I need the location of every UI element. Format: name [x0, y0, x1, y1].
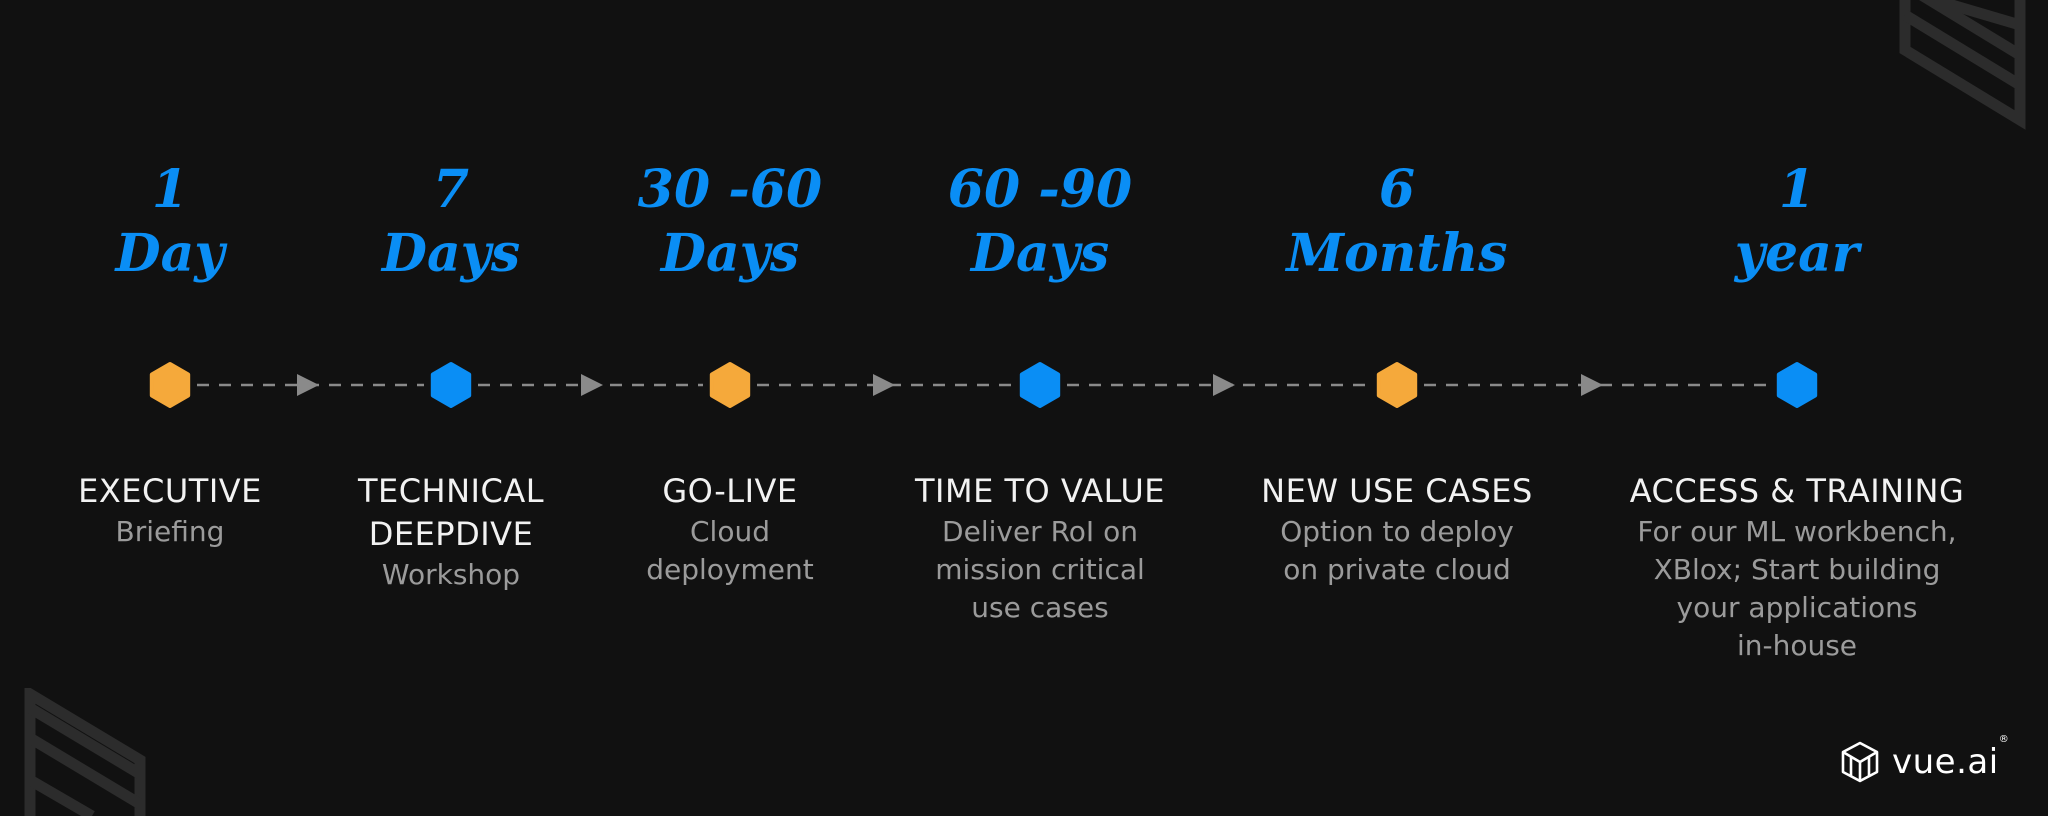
duration-number: 1: [151, 159, 189, 220]
duration-unit: Days: [970, 223, 1110, 284]
milestone-title: NEW USE CASES: [1261, 472, 1533, 510]
milestone-description: in-house: [1736, 629, 1858, 662]
milestone-description: For our ML workbench,: [1637, 515, 1957, 548]
milestone-label: TIME TO VALUE Deliver RoI on mission criti…: [830, 470, 1250, 627]
milestone-label: NEW USE CASES Option to deploy on private …: [1187, 470, 1607, 589]
vue-ai-logo-icon: [1841, 741, 1879, 783]
milestone-description: Deliver RoI on: [942, 515, 1138, 548]
timeline-arrow-icon: [1581, 374, 1603, 396]
duration-number: 30 -60: [637, 159, 823, 220]
milestone-description: XBlox; Start building: [1653, 553, 1941, 586]
duration-number: 7: [432, 159, 470, 220]
milestone-title: ACCESS & TRAINING: [1629, 472, 1965, 510]
milestone-description: Cloud: [690, 515, 770, 548]
milestone-title: EXECUTIVE: [78, 472, 262, 510]
milestone-node-hexagon: [430, 362, 472, 408]
milestone-description: mission critical: [935, 553, 1145, 586]
duration-unit: Day: [115, 223, 225, 284]
duration-number: 6: [1378, 159, 1416, 220]
duration-unit: Days: [381, 223, 521, 284]
milestone-title: TECHNICAL: [357, 472, 545, 510]
timeline-arrow-icon: [873, 374, 895, 396]
timeline-arrow-icon: [1213, 374, 1235, 396]
registered-mark: ®: [1998, 734, 2010, 745]
duration-number: 1: [1778, 159, 1816, 220]
timeline-arrow-icon: [581, 374, 603, 396]
milestone-node-hexagon: [1019, 362, 1061, 408]
milestone-label: ACCESS & TRAINING For our ML workbench, XB…: [1587, 470, 2007, 665]
timeline-arrow-icon: [297, 374, 319, 396]
milestone-description: Option to deploy: [1280, 515, 1514, 548]
milestone-description: deployment: [646, 553, 814, 586]
decorative-stripes-bottom-left: [24, 688, 146, 816]
milestone-title: GO-LIVE: [662, 472, 798, 510]
duration-unit: Months: [1286, 223, 1508, 284]
milestone-description: Briefing: [115, 515, 225, 548]
vue-ai-logo: vue.ai®: [1838, 734, 2010, 787]
milestone-label: EXECUTIVE Briefing: [0, 470, 380, 551]
duration-unit: Days: [660, 223, 800, 284]
milestone-description: use cases: [971, 591, 1109, 624]
milestone-description: Workshop: [381, 558, 521, 591]
milestone-description: on private cloud: [1283, 553, 1511, 586]
milestone-node-hexagon: [1776, 362, 1818, 408]
milestone-description: your applications: [1676, 591, 1918, 624]
milestone-label: GO-LIVE Cloud deployment: [520, 470, 940, 589]
milestone-node-hexagon: [1376, 362, 1418, 408]
duration-number: 60 -90: [947, 159, 1133, 220]
milestone-title: DEEPDIVE: [368, 515, 534, 553]
milestone-node-hexagon: [149, 362, 191, 408]
milestone-node-hexagon: [709, 362, 751, 408]
milestone-label: TECHNICAL DEEPDIVE Workshop: [241, 470, 661, 594]
logo-text: vue.ai®: [1892, 734, 2010, 782]
duration-unit: year: [1734, 223, 1860, 284]
decorative-stripes-top-right: [1899, 0, 2026, 130]
milestone-title: TIME TO VALUE: [915, 472, 1165, 510]
